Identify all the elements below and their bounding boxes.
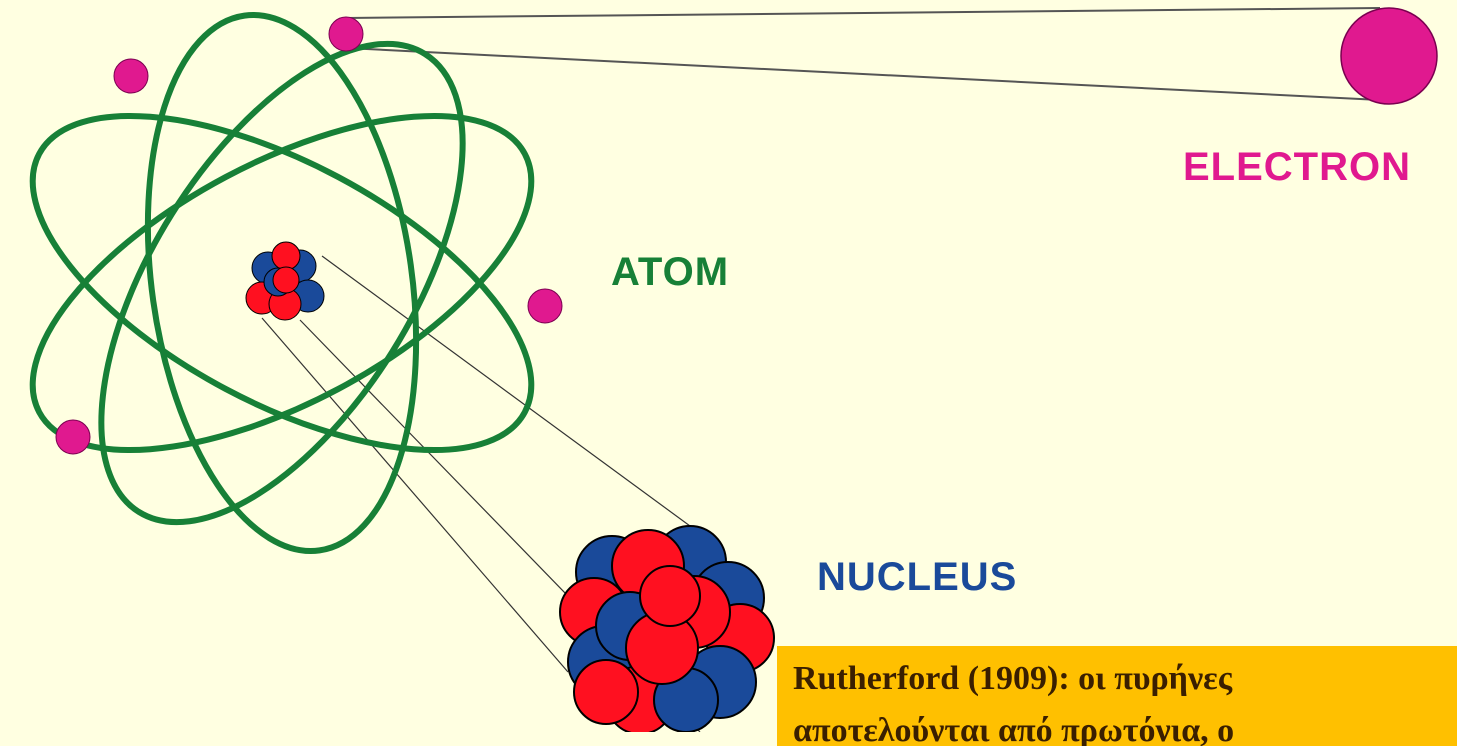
nucleus-zoom-line-left [261,317,569,673]
nucleus-zoom-line-right [321,255,721,549]
nucleus-label: NUCLEUS [817,555,1018,599]
large-electron [1340,7,1438,105]
proton [573,659,639,725]
caption-line-1: Rutherford (1909): οι πυρήνες [793,660,1233,697]
orbit-4 [98,40,466,526]
electron-dot [328,16,364,52]
small-nucleon [272,266,300,294]
electron-label: ELECTRON [1183,145,1411,189]
electron-dot [113,58,149,94]
orbit-electrons [55,16,563,455]
orbit-2 [29,112,535,454]
electron-dot [527,288,563,324]
orbits [29,12,535,554]
large-nucleus [559,525,775,732]
electron-zoom-line-top [345,7,1381,19]
small-nucleon [271,241,301,271]
orbit-3 [144,12,420,554]
caption-line-2: αποτελούνται από πρωτόνια, ο [793,712,1235,746]
electron-dot [55,419,91,455]
small-nucleus [245,241,325,321]
electron-zoom-line-bottom [345,47,1381,101]
caption-box: Rutherford (1909): οι πυρήνες αποτελούντ… [777,646,1457,746]
atom-label: ATOM [611,250,730,294]
proton [639,565,701,627]
orbit-1 [29,112,535,454]
